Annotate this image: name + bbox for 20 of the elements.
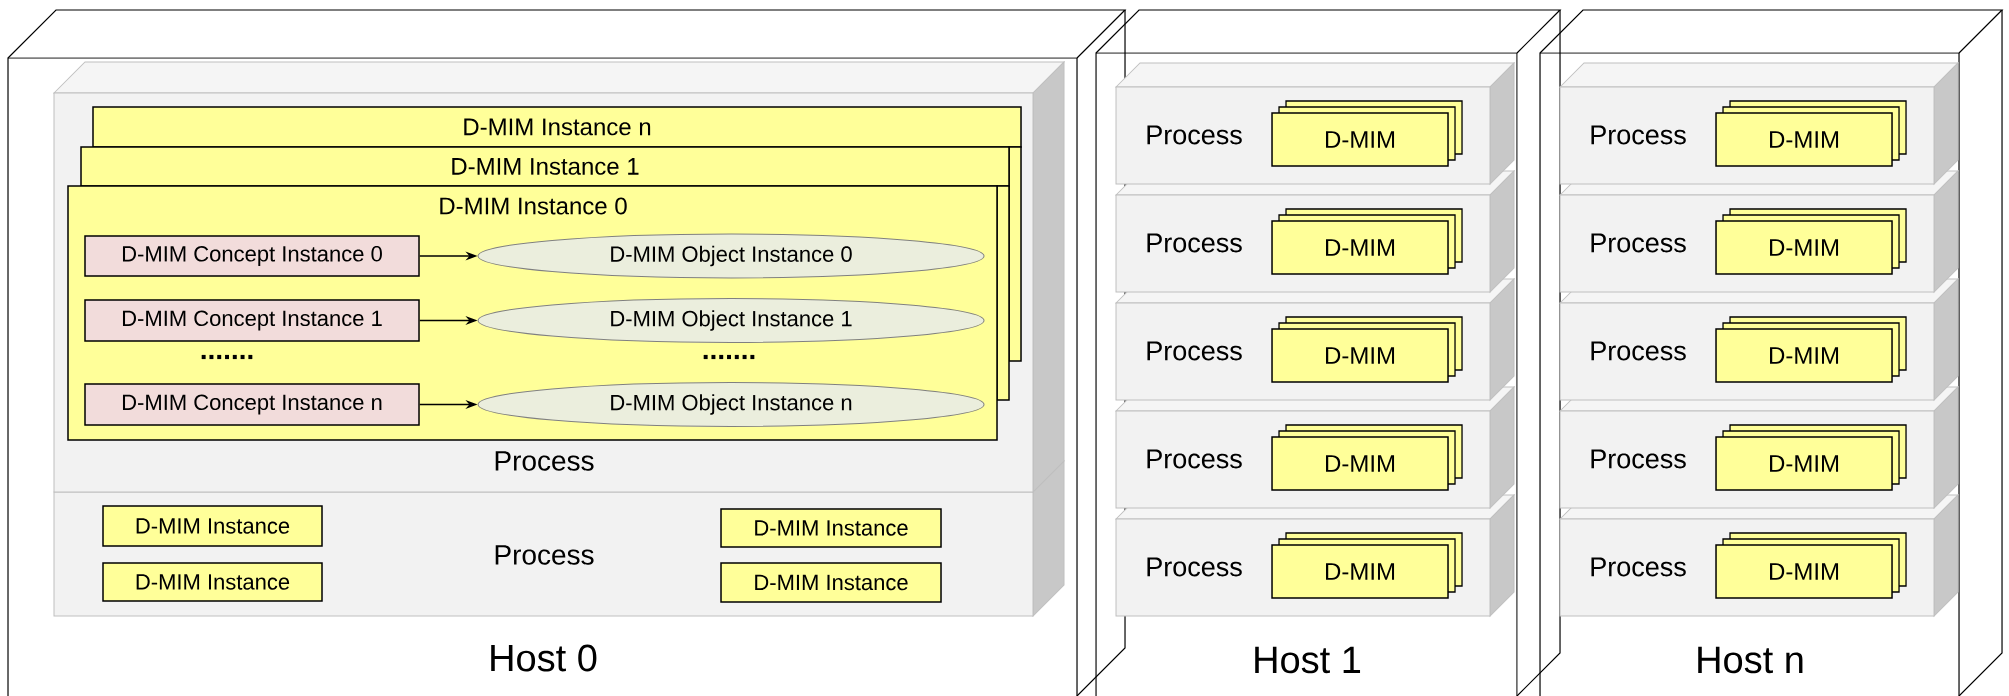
ellipsis-dots: ....... xyxy=(703,354,755,360)
concept-box: D-MIM Concept Instance 1 xyxy=(84,299,420,342)
stacked-box: D-MIM xyxy=(1271,316,1463,383)
stacked-box: D-MIM xyxy=(1271,532,1463,599)
ellipsis-dots: ....... xyxy=(201,354,253,360)
instance-box: D-MIM Instance xyxy=(720,562,942,603)
instance-box: D-MIM Instance xyxy=(102,505,323,547)
instance-box: D-MIM Instance xyxy=(102,562,323,602)
stacked-box: D-MIM xyxy=(1715,316,1907,383)
stacked-box: D-MIM xyxy=(1271,208,1463,275)
instance-card: D-MIM Instance n xyxy=(92,106,1022,148)
stacked-box: D-MIM xyxy=(1271,100,1463,167)
stacked-box: D-MIM xyxy=(1271,424,1463,491)
stacked-box: D-MIM xyxy=(1715,424,1907,491)
concept-box: D-MIM Concept Instance n xyxy=(84,383,420,426)
stacked-box: D-MIM xyxy=(1715,532,1907,599)
stacked-box: D-MIM xyxy=(1715,100,1907,167)
concept-box: D-MIM Concept Instance 0 xyxy=(84,235,420,277)
instance-box: D-MIM Instance xyxy=(720,508,942,548)
stacked-box: D-MIM xyxy=(1715,208,1907,275)
